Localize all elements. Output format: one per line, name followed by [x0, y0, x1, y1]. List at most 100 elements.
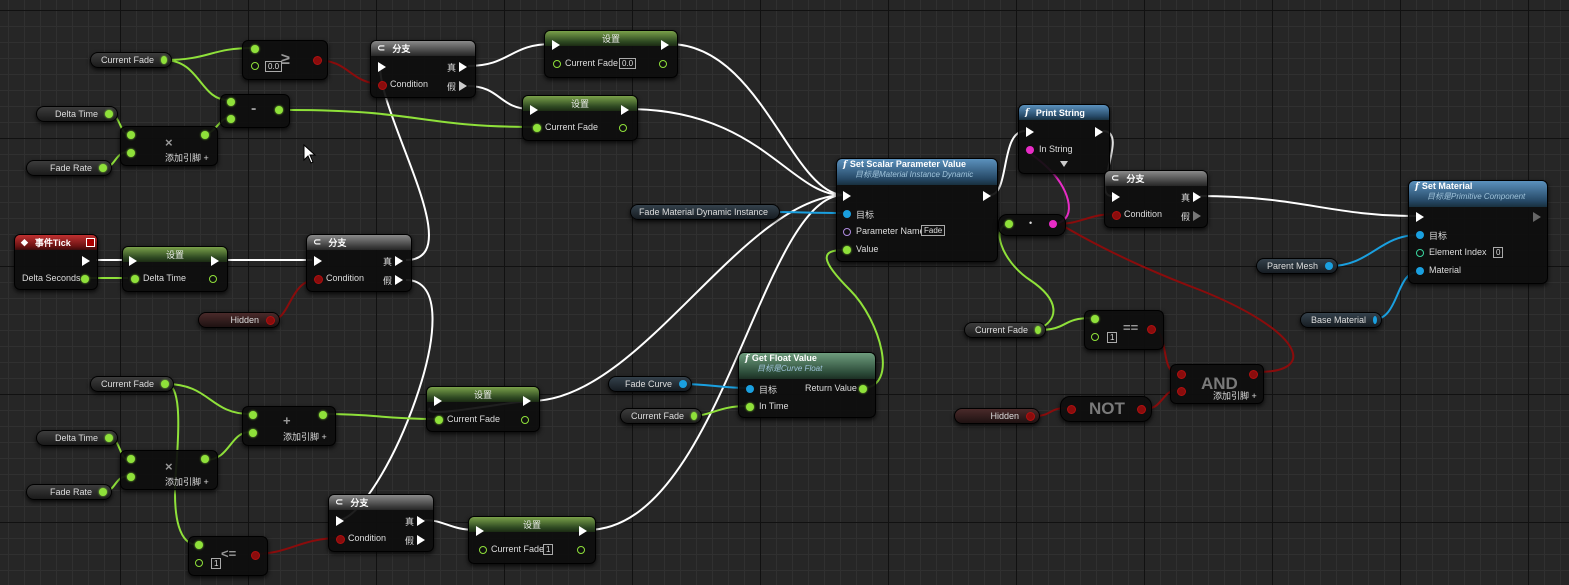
hidden-out-pin[interactable]	[266, 315, 275, 325]
delta-time-in-pin[interactable]	[131, 275, 139, 283]
hidden-out-pin[interactable]	[1026, 411, 1035, 421]
compare-a-pin[interactable]	[1091, 315, 1099, 323]
true-exec-pin[interactable]	[1193, 192, 1201, 202]
and-b-pin[interactable]	[1177, 387, 1186, 396]
delegate-pin[interactable]	[86, 238, 95, 247]
exec-in-pin[interactable]	[476, 526, 484, 536]
fade-curve-getter[interactable]: Fade Curve	[608, 376, 692, 392]
exec-out-pin[interactable]	[1095, 127, 1103, 137]
expand-arrow-icon[interactable]	[1060, 161, 1068, 167]
set-current-fade-node-2[interactable]: 设置 Current Fade	[522, 95, 638, 141]
current-fade-getter-1[interactable]: Current Fade	[90, 52, 172, 68]
delta-seconds-pin[interactable]	[81, 275, 89, 283]
compare-b-pin[interactable]	[195, 559, 203, 567]
exec-out-pin[interactable]	[211, 256, 219, 266]
compare-less-equal-node[interactable]: 1 <=	[188, 536, 268, 576]
compare-b-value[interactable]: 1	[211, 558, 222, 569]
current-fade-out-pin[interactable]	[161, 380, 169, 388]
compare-b-pin[interactable]	[251, 62, 259, 70]
condition-pin[interactable]	[378, 81, 387, 90]
in-string-pin[interactable]	[1026, 146, 1034, 154]
compare-equal-node[interactable]: 1 ==	[1084, 310, 1164, 350]
element-index-value[interactable]: 0	[1493, 247, 1504, 258]
fade-rate-getter-1[interactable]: Fade Rate	[26, 160, 112, 176]
base-material-getter[interactable]: Base Material	[1300, 312, 1382, 328]
multiply-node-2[interactable]: × 添加引脚 +	[120, 450, 218, 490]
compare-out-pin[interactable]	[1147, 325, 1156, 334]
exec-out-pin[interactable]	[661, 40, 669, 50]
add-pin-button[interactable]: 添加引脚 +	[1213, 389, 1257, 402]
fade-curve-out-pin[interactable]	[679, 380, 687, 388]
subtract-out-pin[interactable]	[275, 106, 283, 114]
current-fade-out-pin[interactable]	[521, 416, 529, 424]
exec-in-pin[interactable]	[129, 256, 137, 266]
parent-mesh-getter[interactable]: Parent Mesh	[1256, 258, 1338, 274]
exec-in-pin[interactable]	[530, 105, 538, 115]
current-fade-out-pin[interactable]	[161, 56, 167, 64]
current-fade-in-pin[interactable]	[479, 546, 487, 554]
multiply-out-pin[interactable]	[201, 455, 209, 463]
delta-time-out-pin[interactable]	[209, 275, 217, 283]
exec-out-pin[interactable]	[82, 256, 90, 266]
add-node[interactable]: + 添加引脚 +	[242, 406, 336, 446]
current-fade-in-pin[interactable]	[435, 416, 443, 424]
multiply-a-pin[interactable]	[127, 455, 135, 463]
not-in-pin[interactable]	[1067, 405, 1076, 414]
target-pin[interactable]	[746, 385, 754, 393]
parent-mesh-out-pin[interactable]	[1325, 262, 1333, 270]
exec-in-pin[interactable]	[378, 62, 386, 72]
compare-b-value[interactable]: 0.0	[265, 61, 283, 72]
convert-in-pin[interactable]	[1005, 220, 1013, 228]
exec-in-pin[interactable]	[1026, 127, 1034, 137]
event-tick-node[interactable]: ◆ 事件Tick Delta Seconds	[14, 234, 98, 290]
fade-material-getter[interactable]: Fade Material Dynamic Instance	[630, 204, 780, 220]
base-material-out-pin[interactable]	[1373, 316, 1377, 324]
delta-time-getter-2[interactable]: Delta Time	[36, 430, 118, 446]
current-fade-value[interactable]: 0.0	[619, 58, 637, 69]
exec-in-pin[interactable]	[1112, 192, 1120, 202]
set-current-fade-node-4[interactable]: 设置 Current Fade 1	[468, 516, 596, 564]
exec-in-pin[interactable]	[1416, 212, 1424, 222]
add-pin-button[interactable]: 添加引脚 +	[165, 475, 209, 488]
compare-b-pin[interactable]	[1091, 333, 1099, 341]
subtract-b-pin[interactable]	[227, 115, 235, 123]
false-exec-pin[interactable]	[1193, 211, 1201, 221]
add-b-pin[interactable]	[249, 429, 257, 437]
compare-b-value[interactable]: 1	[1107, 332, 1118, 343]
exec-out-pin[interactable]	[579, 526, 587, 536]
exec-out-pin[interactable]	[983, 191, 991, 201]
current-fade-out-pin[interactable]	[659, 60, 667, 68]
subtract-a-pin[interactable]	[227, 98, 235, 106]
compare-a-pin[interactable]	[251, 45, 259, 53]
exec-out-pin[interactable]	[523, 396, 531, 406]
condition-pin[interactable]	[336, 535, 345, 544]
convert-out-pin[interactable]	[1049, 220, 1057, 228]
target-pin[interactable]	[843, 210, 851, 218]
set-current-fade-node-1[interactable]: 设置 Current Fade 0.0	[544, 30, 678, 78]
delta-time-out-pin[interactable]	[105, 434, 113, 442]
add-pin-button[interactable]: 添加引脚 +	[165, 151, 209, 164]
true-exec-pin[interactable]	[459, 62, 467, 72]
branch-node-3[interactable]: ⊂分支 Condition 真 假	[328, 494, 434, 552]
branch-node-4[interactable]: ⊂分支 Condition 真 假	[1104, 170, 1208, 228]
delta-time-out-pin[interactable]	[105, 110, 113, 118]
true-exec-pin[interactable]	[417, 516, 425, 526]
multiply-b-pin[interactable]	[127, 473, 135, 481]
delta-time-getter-1[interactable]: Delta Time	[36, 106, 118, 122]
element-index-pin[interactable]	[1416, 249, 1424, 257]
exec-in-pin[interactable]	[434, 396, 442, 406]
add-out-pin[interactable]	[319, 411, 327, 419]
false-exec-pin[interactable]	[459, 81, 467, 91]
multiply-out-pin[interactable]	[201, 131, 209, 139]
branch-node-1[interactable]: ⊂分支 Condition 真 假	[370, 40, 476, 98]
add-pin-button[interactable]: 添加引脚 +	[283, 430, 327, 443]
target-pin[interactable]	[1416, 231, 1424, 239]
and-out-pin[interactable]	[1249, 370, 1258, 379]
fade-rate-out-pin[interactable]	[99, 488, 107, 496]
hidden-getter-1[interactable]: Hidden	[198, 312, 280, 328]
condition-pin[interactable]	[1112, 211, 1121, 220]
branch-node-2[interactable]: ⊂分支 Condition 真 假	[306, 234, 412, 292]
value-pin[interactable]	[843, 246, 851, 254]
